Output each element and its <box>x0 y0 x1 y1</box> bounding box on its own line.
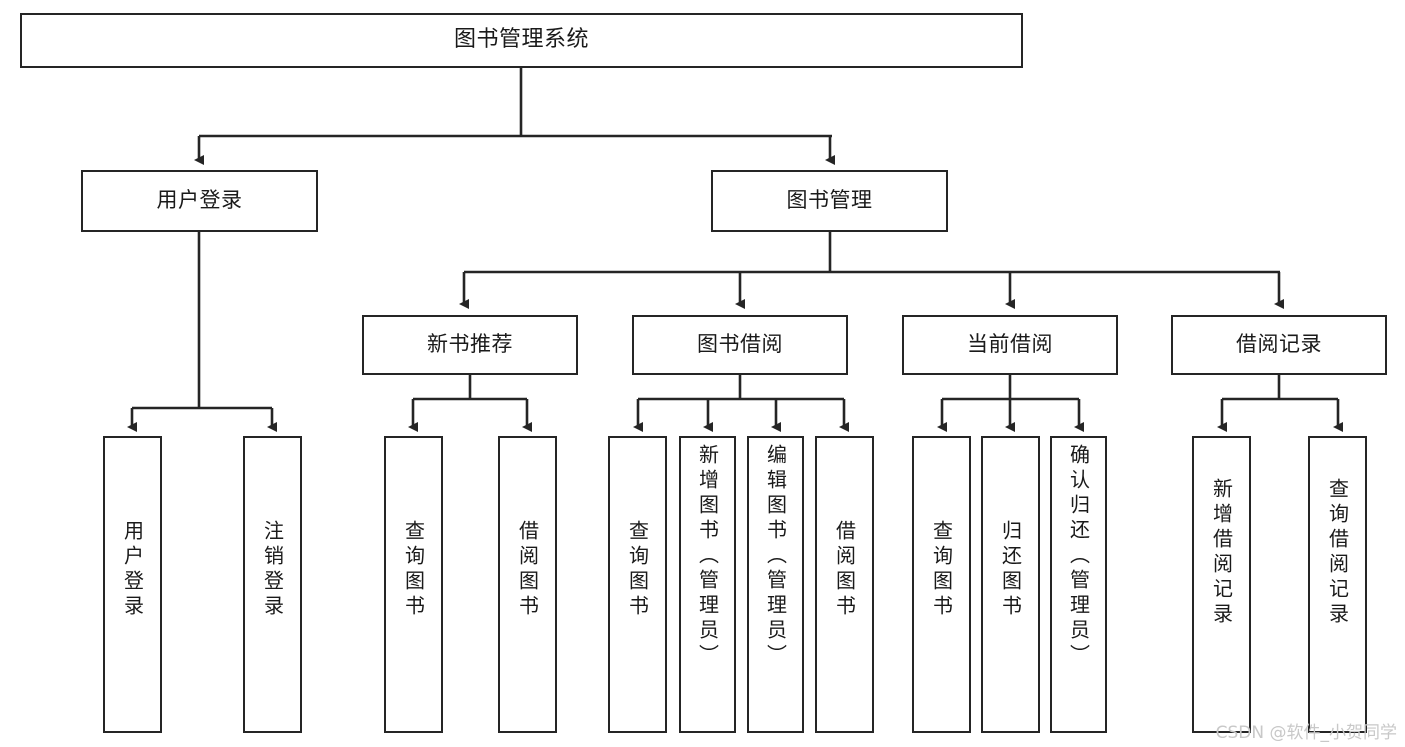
leaf-user-login-login[interactable]: 用户登录 <box>103 436 162 733</box>
node-label: 查询图书 <box>625 520 650 620</box>
watermark-text: CSDN @软件_小贺同学 <box>1215 723 1397 743</box>
node-label: 借阅图书 <box>515 520 540 620</box>
node-root-system[interactable]: 图书管理系统 <box>20 13 1023 68</box>
node-label: 图书管理 <box>786 188 873 213</box>
node-book-management[interactable]: 图书管理 <box>711 170 948 232</box>
leaf-new-book-search[interactable]: 查询图书 <box>384 436 443 733</box>
node-label: 查询图书 <box>401 520 426 620</box>
node-label: 新书推荐 <box>427 332 513 357</box>
node-user-login[interactable]: 用户登录 <box>81 170 318 232</box>
node-label: 注销登录 <box>260 520 285 620</box>
node-current-borrow[interactable]: 当前借阅 <box>902 315 1118 375</box>
node-borrow-record[interactable]: 借阅记录 <box>1171 315 1387 375</box>
node-new-book-recommend[interactable]: 新书推荐 <box>362 315 578 375</box>
node-label: 编辑图书（管理员） <box>763 444 788 669</box>
node-label: 借阅记录 <box>1236 332 1322 357</box>
node-label: 归还图书 <box>998 520 1023 620</box>
node-label: 新增借阅记录 <box>1209 478 1234 628</box>
node-label: 查询借阅记录 <box>1325 478 1350 628</box>
leaf-user-login-logout[interactable]: 注销登录 <box>243 436 302 733</box>
leaf-current-borrow-search[interactable]: 查询图书 <box>912 436 971 733</box>
node-label: 当前借阅 <box>967 332 1053 357</box>
leaf-book-borrow-add[interactable]: 新增图书（管理员） <box>679 436 736 733</box>
node-label: 用户登录 <box>156 188 243 213</box>
node-label: 图书管理系统 <box>453 27 589 53</box>
node-label: 新增图书（管理员） <box>695 444 720 669</box>
leaf-book-borrow-search[interactable]: 查询图书 <box>608 436 667 733</box>
leaf-current-borrow-confirm[interactable]: 确认归还（管理员） <box>1050 436 1107 733</box>
leaf-borrow-record-add[interactable]: 新增借阅记录 <box>1192 436 1251 733</box>
node-label: 确认归还（管理员） <box>1066 444 1091 669</box>
leaf-book-borrow-edit[interactable]: 编辑图书（管理员） <box>747 436 804 733</box>
leaf-current-borrow-return[interactable]: 归还图书 <box>981 436 1040 733</box>
node-label: 图书借阅 <box>697 332 783 357</box>
node-label: 用户登录 <box>120 520 145 620</box>
leaf-new-book-borrow[interactable]: 借阅图书 <box>498 436 557 733</box>
node-label: 借阅图书 <box>832 520 857 620</box>
leaf-borrow-record-search[interactable]: 查询借阅记录 <box>1308 436 1367 733</box>
leaf-book-borrow-borrow[interactable]: 借阅图书 <box>815 436 874 733</box>
node-label: 查询图书 <box>929 520 954 620</box>
node-book-borrow[interactable]: 图书借阅 <box>632 315 848 375</box>
